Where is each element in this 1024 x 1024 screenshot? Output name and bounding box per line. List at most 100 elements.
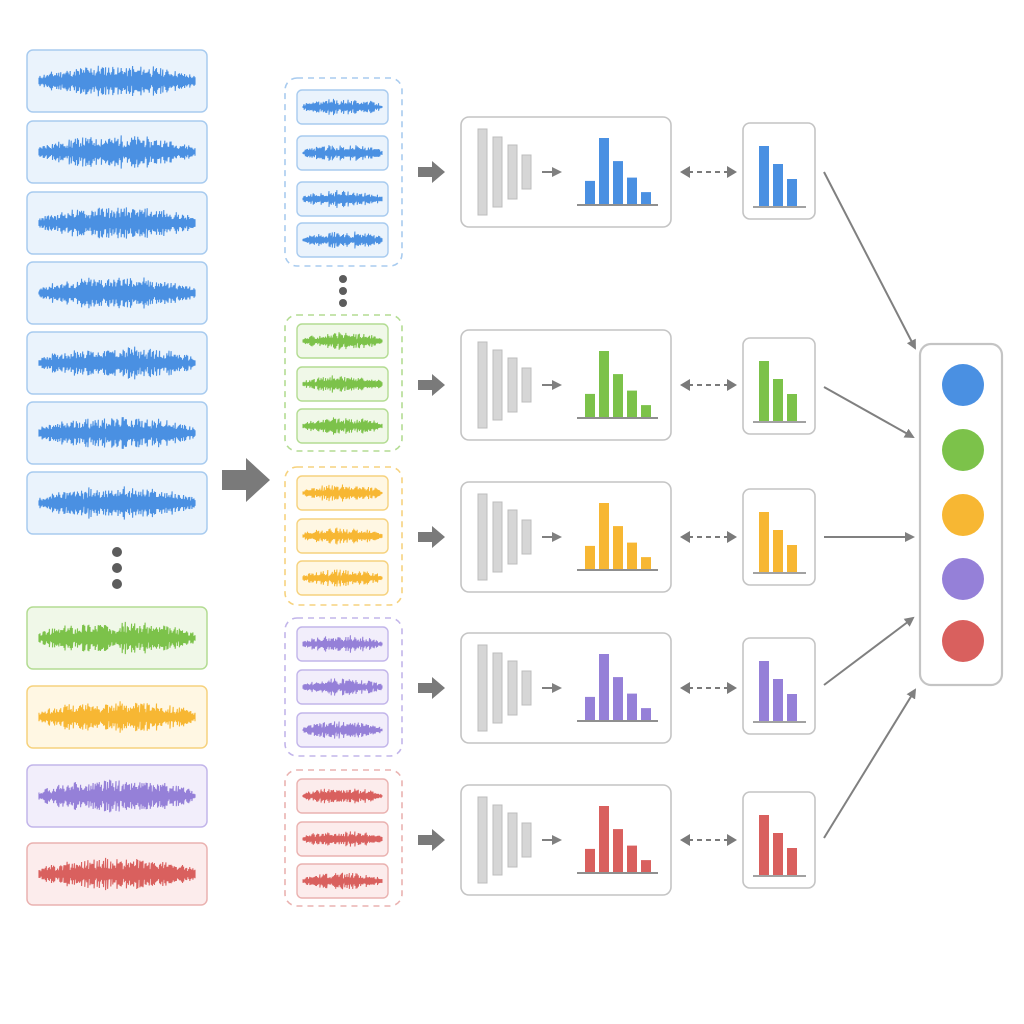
embedding-histogram: [577, 351, 658, 419]
histogram-bar: [599, 654, 609, 720]
encoder-layer-bar: [507, 660, 518, 716]
waveform: [302, 872, 383, 890]
segment-group-red: [284, 769, 403, 907]
embedding-histogram: [577, 654, 658, 722]
segment-card: [296, 408, 389, 444]
arrow-right-icon: [418, 829, 445, 851]
waveform: [302, 788, 383, 804]
encoder-layer-bar: [521, 519, 532, 555]
segment-card: [296, 518, 389, 554]
double-arrow-dashed-icon: [680, 379, 737, 391]
waveform: [38, 621, 196, 655]
group-frame: [284, 314, 403, 452]
group-frame: [284, 466, 403, 606]
waveform: [302, 190, 383, 208]
waveform: [38, 277, 196, 309]
encoder-layer-bar: [477, 644, 488, 732]
histogram-bar: [759, 146, 769, 206]
histogram-bar: [641, 708, 651, 720]
histogram-bar: [585, 180, 595, 204]
histogram-bar: [641, 860, 651, 872]
encoder-layer-bar: [521, 154, 532, 190]
arrowhead-right: [727, 531, 737, 543]
waveform: [302, 831, 383, 847]
prototype-histogram: [753, 512, 806, 574]
segment-card: [296, 669, 389, 705]
waveform: [302, 721, 383, 739]
encoder-layer-bar: [521, 822, 532, 858]
prototype-histogram: [753, 815, 806, 877]
arrowhead-left: [680, 379, 690, 391]
classifier-rows: [418, 116, 816, 896]
histogram-bar: [773, 833, 783, 875]
embedding-histogram: [577, 806, 658, 874]
segment-card: [296, 712, 389, 748]
input-signal-red: [26, 842, 208, 906]
arrowhead-right: [727, 682, 737, 694]
encoder-layer-bar: [492, 501, 503, 573]
histogram-bar: [599, 138, 609, 204]
arrow-icon: [823, 688, 917, 839]
histogram-bar: [773, 379, 783, 421]
embedding-histogram: [577, 138, 658, 206]
segment-card: [296, 181, 389, 217]
histogram-bar: [599, 806, 609, 872]
waveform: [38, 135, 196, 169]
segment-card: [296, 475, 389, 511]
histogram-bar: [759, 512, 769, 572]
histogram-bar: [787, 179, 797, 206]
classifier-row-green: [418, 329, 816, 441]
histogram-bar: [787, 848, 797, 875]
class-dot-purple: [942, 558, 984, 600]
encoder-layer-bar: [492, 349, 503, 421]
embedding-histogram: [577, 503, 658, 571]
histogram-bar: [585, 848, 595, 872]
group-frame: [284, 617, 403, 757]
waveform: [302, 332, 383, 350]
ellipsis-dot: [339, 287, 347, 295]
encoder-layer-bar: [477, 128, 488, 216]
input-signal-blue: [26, 191, 208, 255]
encoder-layer-bar: [477, 796, 488, 884]
classifier-row-purple: [418, 632, 816, 744]
input-signal-green: [26, 606, 208, 670]
arrow-icon: [823, 616, 915, 686]
waveform: [38, 486, 196, 520]
double-arrow-dashed-icon: [680, 531, 737, 543]
waveform: [38, 65, 196, 97]
waveform: [38, 857, 196, 891]
arrowhead-left: [680, 834, 690, 846]
arrow-icon: [823, 386, 915, 438]
encoder-layer-bar: [492, 136, 503, 208]
histogram-bar: [613, 374, 623, 417]
histogram-bar: [641, 192, 651, 204]
waveform: [302, 569, 383, 587]
segment-card: [296, 778, 389, 814]
output-class-panel: [823, 171, 1004, 839]
encoder-layer-bar: [521, 670, 532, 706]
waveform: [302, 417, 383, 435]
waveform: [302, 145, 383, 161]
waveform: [38, 779, 196, 813]
waveform: [302, 231, 383, 249]
segment-group-column: [284, 77, 403, 907]
histogram-bar: [613, 526, 623, 569]
group-frame: [284, 77, 403, 267]
encoder-layer-bar: [507, 812, 518, 868]
arrowhead-left: [680, 682, 690, 694]
segment-card: [296, 366, 389, 402]
class-dot-red: [942, 620, 984, 662]
arrow-right-icon: [418, 374, 445, 396]
encoder-layer-bar: [492, 804, 503, 876]
histogram-bar: [759, 361, 769, 421]
input-signal-blue: [26, 261, 208, 325]
histogram-bar: [599, 503, 609, 569]
encoder-layers: [477, 644, 532, 732]
waveform: [38, 701, 196, 733]
histogram-bar: [627, 845, 637, 872]
input-signal-blue: [26, 401, 208, 465]
arrowhead-right: [727, 166, 737, 178]
class-dot-yellow: [942, 494, 984, 536]
arrowhead-right: [727, 379, 737, 391]
